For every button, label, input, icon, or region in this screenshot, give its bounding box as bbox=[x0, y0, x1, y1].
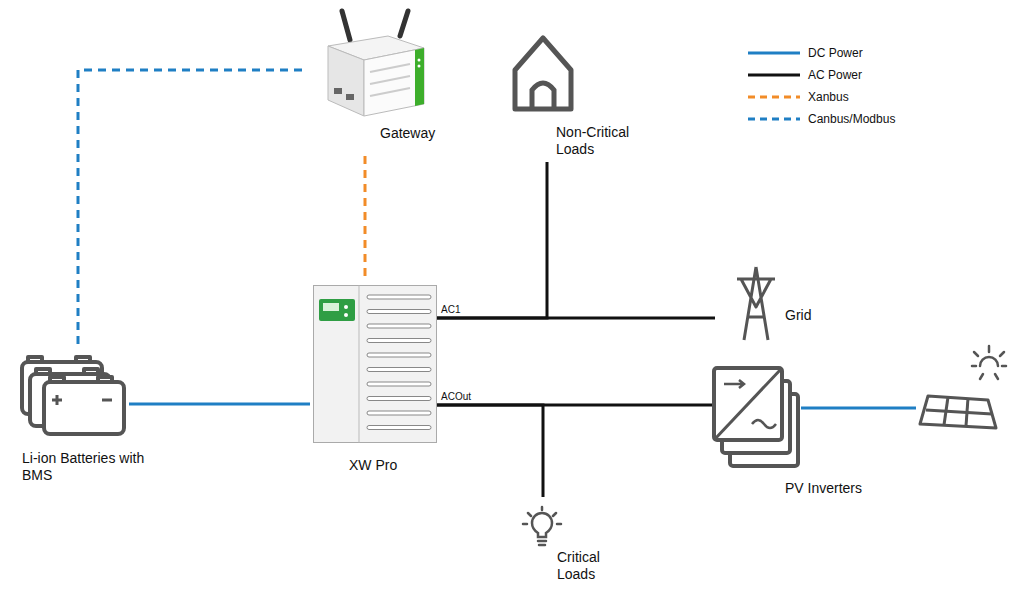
grid-tower: Grid bbox=[735, 265, 778, 342]
legend-text: Canbus/Modbus bbox=[808, 112, 895, 126]
legend-text: AC Power bbox=[808, 68, 862, 82]
wire-connector bbox=[437, 162, 547, 318]
port-label: ACOut bbox=[440, 391, 472, 403]
legend-line-sample bbox=[748, 92, 800, 102]
battery-bank-icon bbox=[18, 352, 128, 438]
node-label: Critical Loads bbox=[557, 549, 619, 583]
node-label: Gateway bbox=[380, 125, 435, 142]
legend: DC Power AC PowerXanbusCanbus/Modbus bbox=[748, 42, 895, 130]
legend-item: DC Power bbox=[748, 42, 895, 64]
legend-item: Canbus/Modbus bbox=[748, 108, 895, 130]
dc-wire bbox=[801, 407, 916, 410]
gateway-device-icon bbox=[320, 8, 430, 118]
node-label: XW Pro bbox=[349, 457, 397, 474]
load-house: Non-Critical Loads bbox=[508, 30, 578, 112]
legend-item: AC Power bbox=[748, 64, 895, 86]
legend-text: DC Power bbox=[808, 46, 863, 60]
legend-text: Xanbus bbox=[808, 90, 849, 104]
battery-bank: Li-ion Batteries with BMS bbox=[18, 352, 128, 438]
inverter-charger-icon bbox=[313, 285, 437, 443]
load-bulb: Critical Loads bbox=[515, 505, 570, 548]
solar-panel bbox=[920, 396, 996, 428]
pv-inverter-icon bbox=[712, 362, 802, 472]
gateway-device: Gateway bbox=[320, 8, 430, 118]
wire-connector bbox=[129, 403, 310, 406]
inverter-charger: XW Pro bbox=[313, 285, 437, 443]
port-label: AC1 bbox=[440, 304, 461, 316]
legend-line-sample bbox=[748, 70, 800, 80]
load-bulb-icon bbox=[515, 505, 570, 548]
legend-item: Xanbus bbox=[748, 86, 895, 108]
pv-inverter: PV Inverters bbox=[712, 362, 802, 472]
legend-line-sample bbox=[748, 48, 800, 58]
wire-connector bbox=[364, 156, 367, 282]
wire-connector bbox=[437, 405, 543, 497]
node-label: PV Inverters bbox=[785, 480, 862, 497]
legend-line-sample bbox=[748, 114, 800, 124]
grid-tower-icon bbox=[735, 265, 778, 342]
node-label: Grid bbox=[785, 307, 811, 324]
wire-connector bbox=[78, 70, 302, 350]
sun-symbol bbox=[972, 346, 1006, 379]
node-label: Li-ion Batteries with BMS bbox=[22, 450, 147, 484]
node-label: Non-Critical Loads bbox=[556, 124, 651, 158]
load-house-icon bbox=[508, 30, 578, 112]
